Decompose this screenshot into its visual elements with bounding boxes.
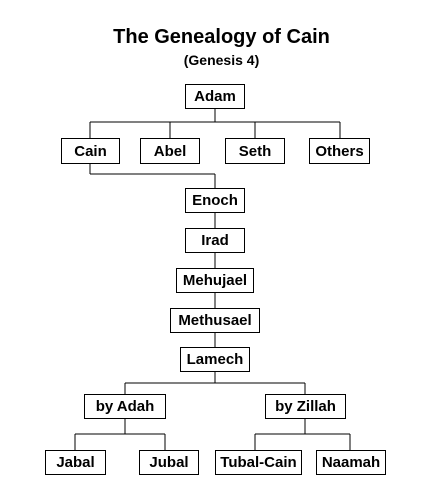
node-irad: Irad [185, 228, 245, 253]
node-adam: Adam [185, 84, 245, 109]
node-others: Others [309, 138, 370, 164]
node-methusael: Methusael [170, 308, 260, 333]
node-by-adah: by Adah [84, 394, 166, 419]
node-seth: Seth [225, 138, 285, 164]
node-naamah: Naamah [316, 450, 386, 475]
node-mehujael: Mehujael [176, 268, 254, 293]
node-cain: Cain [61, 138, 120, 164]
node-enoch: Enoch [185, 188, 245, 213]
node-tubal-cain: Tubal-Cain [215, 450, 302, 475]
node-jabal: Jabal [45, 450, 106, 475]
node-abel: Abel [140, 138, 200, 164]
node-lamech: Lamech [180, 347, 250, 372]
diagram-subtitle: (Genesis 4) [183, 52, 260, 68]
diagram-title: The Genealogy of Cain [113, 26, 330, 48]
node-jubal: Jubal [139, 450, 199, 475]
node-by-zillah: by Zillah [265, 394, 346, 419]
